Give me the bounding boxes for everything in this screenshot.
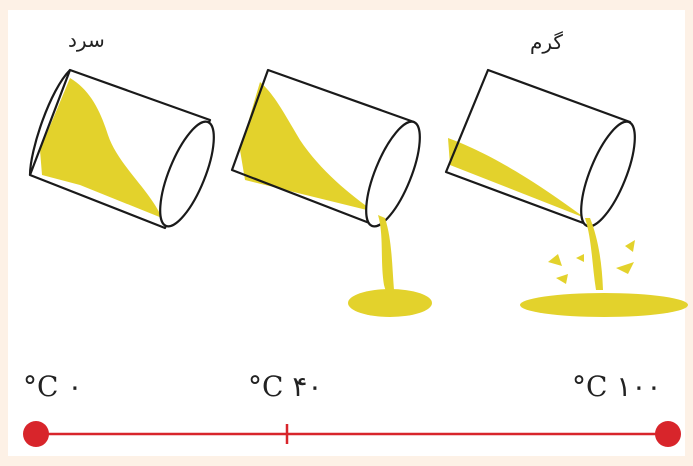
temperature-label-middle: °C ۴۰ [248, 370, 323, 403]
temperature-label-end: °C ۱۰۰ [572, 370, 662, 403]
splash-3 [625, 240, 635, 252]
figure-panel [8, 10, 685, 456]
label-cold: سرد [68, 28, 105, 52]
temperature-dot-end [655, 421, 681, 447]
cup-hot [444, 68, 688, 317]
splash-4 [616, 262, 634, 274]
cup-cold [28, 68, 215, 230]
puddle-medium [348, 289, 432, 317]
liquid-hot [448, 138, 585, 218]
temperature-dot-start [23, 421, 49, 447]
stream-hot [585, 218, 603, 290]
liquid-medium [240, 82, 375, 212]
label-hot: گرم [530, 30, 563, 54]
cup-medium [230, 68, 432, 317]
splash-1 [548, 254, 562, 266]
splash-2 [556, 274, 568, 284]
stream-medium [378, 215, 394, 297]
splash-5 [576, 254, 584, 262]
temperature-label-start: °C ۰ [23, 370, 83, 403]
liquid-cold [40, 78, 162, 218]
puddle-hot [520, 293, 688, 317]
